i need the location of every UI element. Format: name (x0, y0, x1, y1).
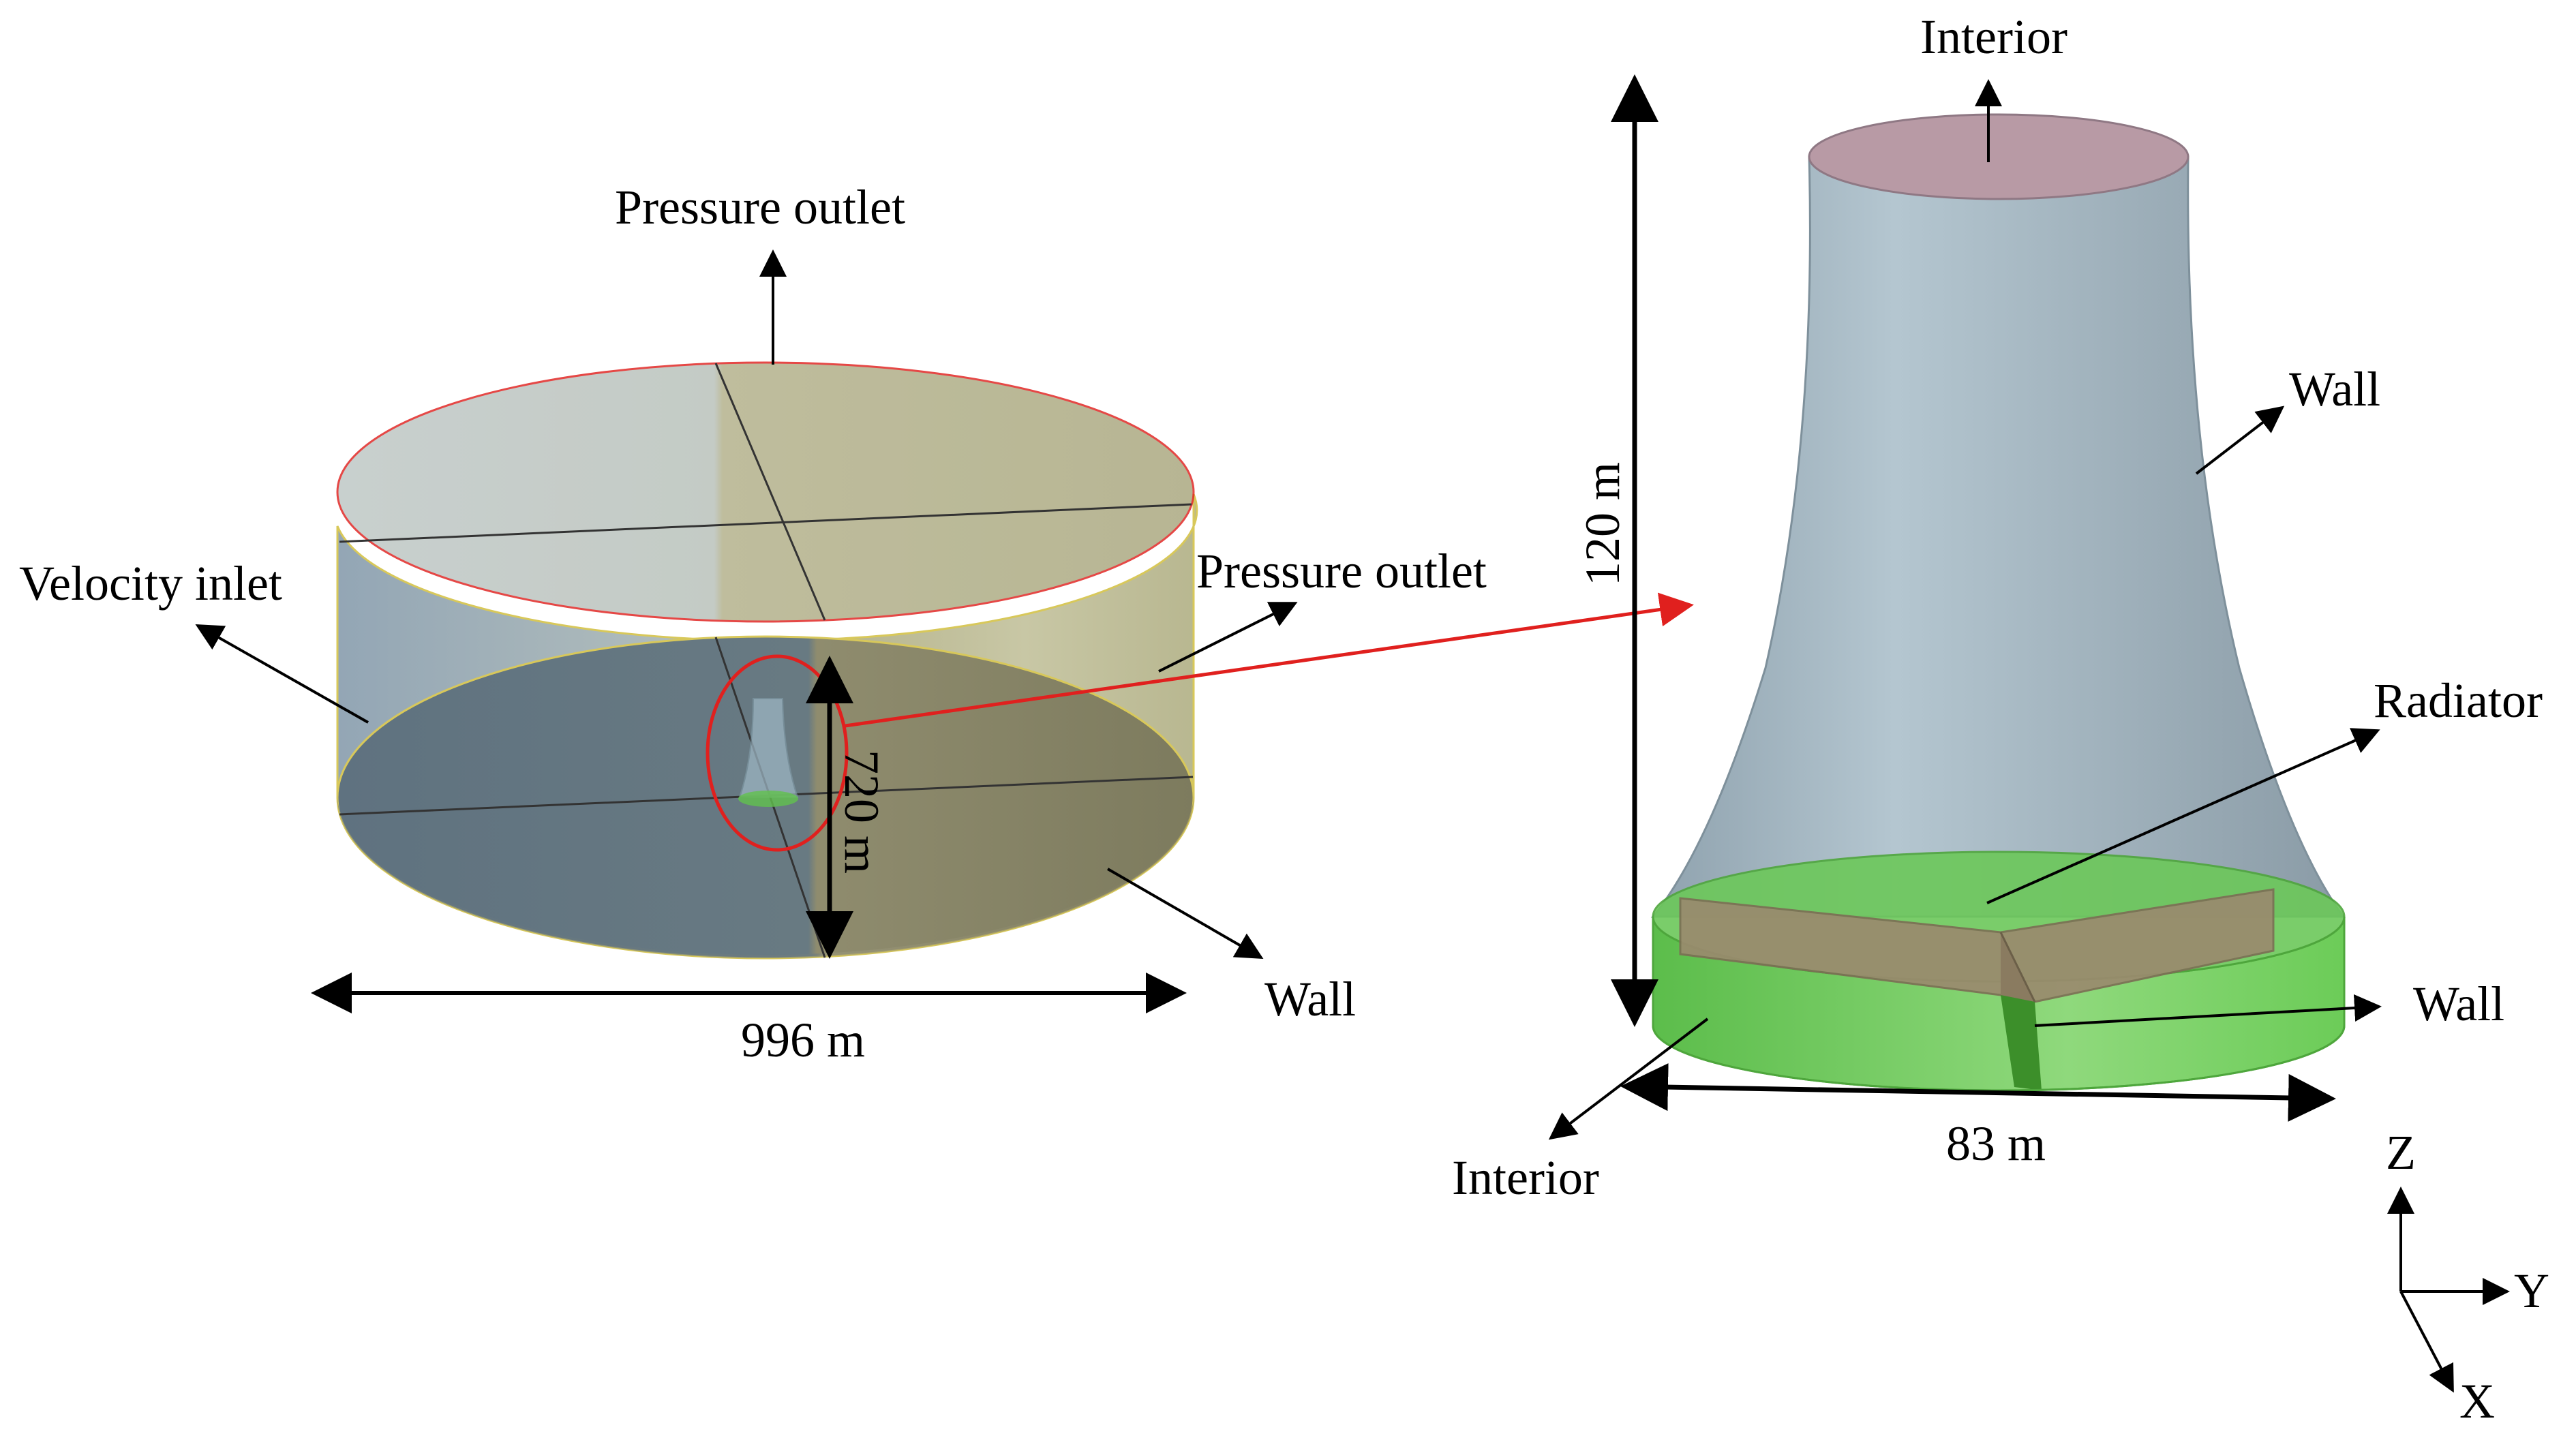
tower-wall-upper-label: Wall (2289, 362, 2380, 416)
domain-top-line-1 (339, 503, 1192, 543)
tower-wall-lower-arrow (2034, 994, 2382, 1027)
x-axis-label: X (2459, 1374, 2495, 1428)
side-outlet-arrow (1158, 602, 1298, 673)
domain-top-line-2 (714, 363, 826, 621)
tower-wall-upper-arrow (2195, 406, 2285, 475)
domain-height-label: 720 m (834, 750, 889, 874)
x-axis-line (2399, 1291, 2454, 1393)
wall-arrow (1106, 868, 1264, 960)
tower-top-interior-label: Interior (1920, 10, 2067, 64)
tower-wall-lower-label: Wall (2413, 977, 2504, 1031)
tower-shell (1650, 155, 2346, 918)
radiator-block (1679, 888, 2275, 1003)
side-outlet-label: Pressure outlet (1196, 544, 1487, 598)
computational-domain: Pressure outlet Pressure outlet Velocity… (19, 180, 1694, 1067)
tower-bottom-interior-label: Interior (1452, 1150, 1599, 1205)
radiator-block-divider (1999, 932, 2036, 1003)
coordinate-axes: Z Y X (2386, 1125, 2549, 1428)
z-axis-label: Z (2386, 1125, 2416, 1180)
domain-top-surface (336, 361, 1195, 623)
radiator-arrow (1986, 728, 2380, 904)
top-outlet-label: Pressure outlet (615, 180, 905, 234)
radiator-label: Radiator (2374, 673, 2543, 728)
inlet-arrow (195, 624, 369, 724)
zoom-arrow (845, 592, 1694, 728)
tower-top-opening (1808, 113, 2189, 200)
domain-diameter-label: 996 m (741, 1013, 865, 1067)
inlet-label: Velocity inlet (19, 556, 282, 611)
domain-wall-label: Wall (1264, 972, 1356, 1026)
domain-inner-tower-base (738, 791, 798, 807)
tower-bottom-interior-arrow (1548, 1018, 1709, 1140)
tower-diameter-dimension-arrow (1620, 1063, 2336, 1122)
y-axis-label: Y (2514, 1264, 2549, 1318)
tower-diameter-label: 83 m (1946, 1116, 2046, 1171)
tower-height-label: 120 m (1575, 462, 1630, 586)
cooling-tower: Interior Wall Radiator Wall Interior 83 … (1452, 10, 2543, 1205)
